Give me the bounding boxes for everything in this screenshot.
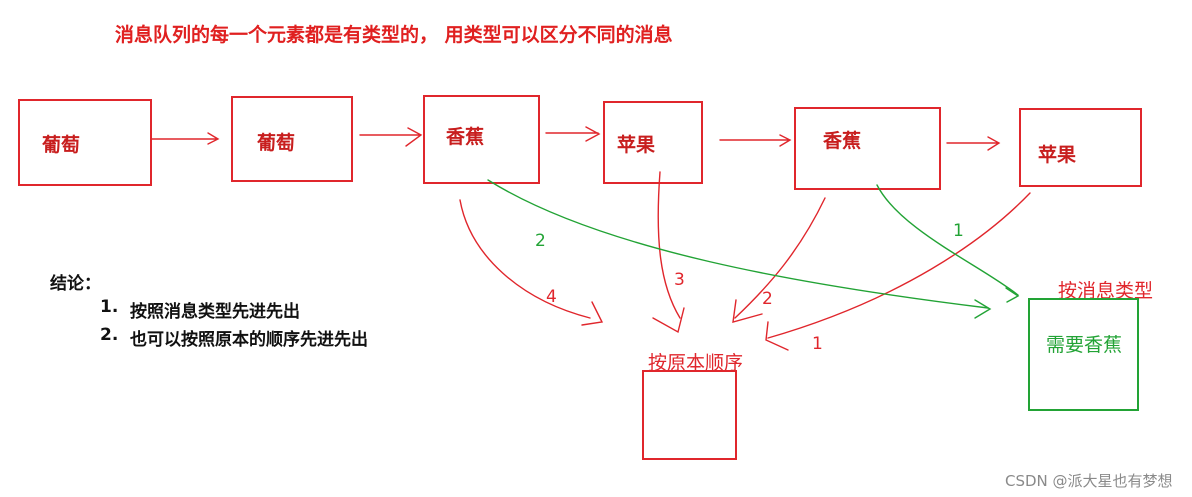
conclusion-heading: 结论： bbox=[50, 274, 101, 294]
conclusion-item-number: 2. bbox=[100, 325, 119, 345]
by-order-label: 按原本顺序 bbox=[648, 352, 744, 374]
retrieve-arrow-1 bbox=[767, 192, 1031, 339]
order-number: 4 bbox=[546, 287, 557, 307]
order-number: 3 bbox=[674, 270, 685, 290]
order-number: 2 bbox=[762, 289, 773, 309]
queue-arrow bbox=[946, 136, 1001, 151]
queue-item-label: 葡萄 bbox=[42, 134, 81, 156]
queue-item-label: 葡萄 bbox=[257, 132, 296, 154]
by-order-box bbox=[642, 370, 737, 460]
by-type-box bbox=[1028, 298, 1139, 411]
by-type-label: 按消息类型 bbox=[1058, 280, 1154, 302]
type-arrow-1 bbox=[876, 184, 1019, 296]
arrowhead bbox=[765, 321, 789, 351]
arrowhead bbox=[1005, 287, 1020, 303]
queue-item-box bbox=[18, 99, 152, 186]
arrowhead bbox=[652, 307, 685, 334]
queue-arrow bbox=[151, 132, 220, 145]
diagram-title: 消息队列的每一个元素都是有类型的， 用类型可以区分不同的消息 bbox=[115, 24, 673, 46]
queue-arrow bbox=[545, 126, 601, 142]
arrowhead bbox=[732, 299, 763, 323]
queue-item-box bbox=[794, 107, 941, 190]
queue-item-box bbox=[1019, 108, 1142, 187]
order-number: 1 bbox=[812, 334, 823, 354]
retrieve-arrow-3 bbox=[657, 171, 681, 319]
arrowhead bbox=[581, 301, 604, 326]
retrieve-arrow-2 bbox=[734, 197, 826, 319]
queue-item-label: 苹果 bbox=[1038, 144, 1077, 166]
queue-item-box bbox=[231, 96, 353, 182]
watermark: CSDN @派大星也有梦想 bbox=[1005, 472, 1173, 490]
retrieve-arrow-4 bbox=[459, 199, 591, 319]
conclusion-item-text: 也可以按照原本的顺序先进先出 bbox=[130, 330, 368, 350]
conclusion-item-number: 1. bbox=[100, 297, 119, 317]
queue-item-box bbox=[603, 101, 703, 184]
order-number: 1 bbox=[953, 221, 964, 241]
queue-item-label: 香蕉 bbox=[446, 126, 485, 148]
type-arrow-2 bbox=[487, 179, 989, 309]
arrowhead bbox=[974, 299, 992, 319]
conclusion-item-text: 按照消息类型先进先出 bbox=[130, 302, 300, 322]
queue-arrow bbox=[719, 134, 792, 147]
by-type-box-text: 需要香蕉 bbox=[1046, 334, 1123, 356]
queue-item-label: 苹果 bbox=[617, 134, 656, 156]
queue-item-box bbox=[423, 95, 540, 184]
queue-item-label: 香蕉 bbox=[823, 130, 862, 152]
queue-arrow bbox=[359, 127, 423, 147]
order-number: 2 bbox=[535, 231, 546, 251]
